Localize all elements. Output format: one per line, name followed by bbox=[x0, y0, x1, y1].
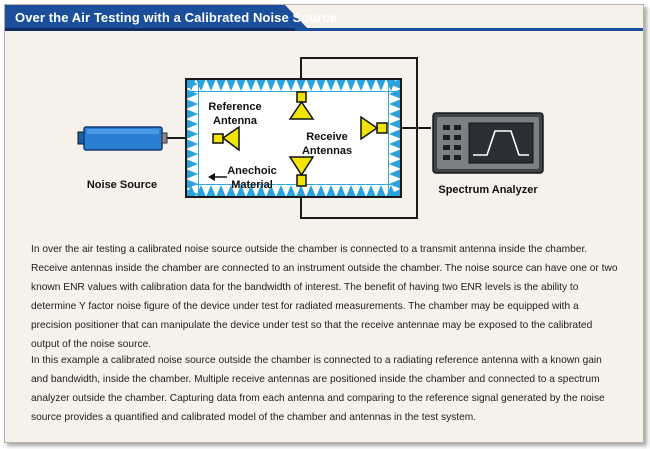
description-paragraph-1: In over the air testing a calibrated noi… bbox=[31, 244, 618, 350]
spectrum-analyzer bbox=[432, 112, 544, 174]
analyzer-trace bbox=[473, 130, 529, 156]
reference-antenna bbox=[212, 125, 240, 152]
ota-diagram: Noise Source Reference Antenna Receive A… bbox=[77, 57, 544, 219]
reference-antenna-label-line1: Reference bbox=[208, 101, 261, 113]
spectrum-analyzer-label: Spectrum Analyzer bbox=[438, 184, 538, 196]
receive-antennas-label-line2: Antennas bbox=[302, 145, 352, 157]
anechoic-label-line1: Anechoic bbox=[227, 165, 277, 177]
figure-panel: Over the Air Testing with a Calibrated N… bbox=[4, 4, 644, 443]
figure-title: Over the Air Testing with a Calibrated N… bbox=[15, 10, 338, 25]
reference-antenna-label-line2: Antenna bbox=[213, 115, 258, 127]
receive-antenna-right bbox=[360, 115, 388, 141]
title-rule bbox=[295, 28, 643, 31]
description-paragraph-2: In this example a calibrated noise sourc… bbox=[31, 355, 605, 423]
noise-source-label: Noise Source bbox=[87, 179, 157, 191]
analyzer-screen bbox=[468, 122, 534, 164]
analyzer-buttons bbox=[443, 125, 461, 160]
title-bar bbox=[5, 5, 310, 31]
receive-antenna-top bbox=[288, 91, 315, 120]
receive-antennas-label-line1: Receive bbox=[306, 131, 348, 143]
noise-source bbox=[77, 126, 168, 151]
anechoic-label-line2: Material bbox=[231, 179, 273, 191]
receive-antenna-bottom bbox=[288, 156, 315, 187]
anechoic-arrow bbox=[208, 173, 227, 181]
